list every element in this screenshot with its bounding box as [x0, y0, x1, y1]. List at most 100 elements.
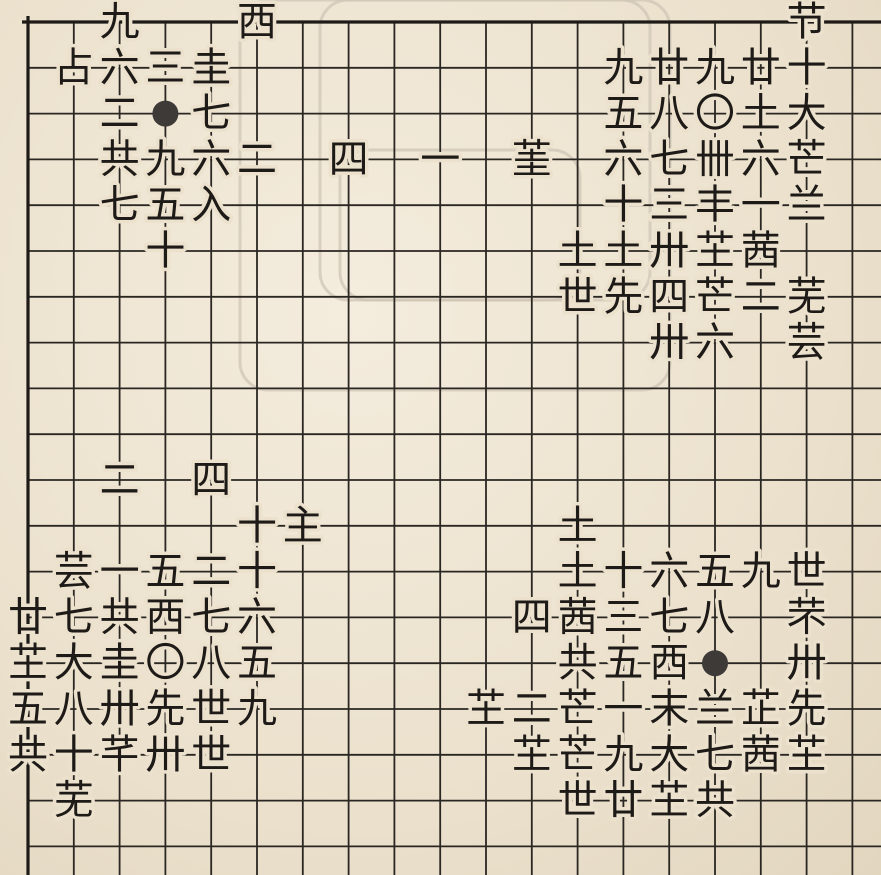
move-number-label: 卌 — [695, 136, 735, 182]
move-number-label: 土 — [558, 228, 598, 274]
move-number-label: 六 — [100, 45, 140, 91]
move-number-label: 十 — [145, 228, 185, 274]
move-number-label: 芒 — [558, 732, 598, 778]
move-number-label: 八 — [191, 640, 231, 686]
move-number-label: 世 — [191, 686, 231, 732]
move-number-label: 六 — [741, 136, 781, 182]
move-number-label: 二 — [100, 457, 140, 503]
move-number-label: 七 — [191, 91, 231, 137]
move-number-label: 卅 — [100, 686, 140, 732]
move-number-label: 世 — [191, 732, 231, 778]
move-number-label: 茜 — [741, 732, 781, 778]
move-number-label: 芏 — [649, 778, 689, 824]
move-number-label: 九 — [145, 136, 185, 182]
move-number-label: 先 — [787, 686, 827, 732]
move-number-label: 土 — [558, 503, 598, 549]
move-number-label: 西 — [649, 640, 689, 686]
board-grid — [22, 16, 881, 875]
move-number-label: 四 — [191, 457, 231, 503]
move-number-label: 七 — [54, 594, 94, 640]
move-number-label: 十 — [237, 503, 277, 549]
move-number-label: 茜 — [741, 228, 781, 274]
move-number-label: 廿 — [603, 778, 643, 824]
move-number-label: 圭 — [100, 640, 140, 686]
move-number-label: 芏 — [695, 228, 735, 274]
move-number-label: 大 — [54, 640, 94, 686]
move-number-label: 九 — [741, 549, 781, 595]
move-number-label: 二 — [741, 274, 781, 320]
move-number-label: 五 — [8, 686, 48, 732]
move-number-label: 二 — [512, 686, 552, 732]
move-number-label: 十 — [603, 549, 643, 595]
move-number-label: 茥 — [512, 136, 552, 182]
move-number-label: 一 — [420, 136, 460, 182]
move-number-label: 世 — [558, 274, 598, 320]
move-number-label: 五 — [145, 182, 185, 228]
move-number-label: 大 — [649, 732, 689, 778]
move-number-label: 茜 — [558, 594, 598, 640]
move-number-label: 兰 — [787, 182, 827, 228]
move-number-label: 芏 — [466, 686, 506, 732]
move-number-label: 共 — [558, 640, 598, 686]
move-marks: 九西节占六三圭九廿九廿十二七五八〇土大共九六二四一茥六七卌六芒七五入十三丰一兰十… — [5, 0, 831, 827]
move-number-label: 四 — [329, 136, 369, 182]
black-stone-marker — [152, 100, 179, 127]
watermark-shape — [318, 0, 652, 302]
move-number-label: 芒 — [558, 686, 598, 732]
move-number-label: 七 — [100, 182, 140, 228]
move-number-label: 共 — [8, 732, 48, 778]
move-number-label: 先 — [603, 274, 643, 320]
move-number-label: 六 — [603, 136, 643, 182]
move-number-label: 芣 — [787, 594, 827, 640]
move-number-label: 西 — [237, 0, 277, 45]
move-number-label: 大 — [787, 91, 827, 137]
move-number-label: 占 — [54, 45, 94, 91]
move-number-label: 芸 — [54, 549, 94, 595]
move-number-label: 廿 — [741, 45, 781, 91]
move-number-label: 廿 — [8, 594, 48, 640]
move-number-label: 九 — [695, 45, 735, 91]
move-number-label: 共 — [100, 594, 140, 640]
move-number-label: 主 — [283, 503, 323, 549]
move-number-label: 五 — [603, 91, 643, 137]
move-number-label: 三 — [603, 594, 643, 640]
move-number-label: 九 — [603, 45, 643, 91]
move-number-label: 一 — [603, 686, 643, 732]
move-number-label: 八 — [695, 594, 735, 640]
move-number-label: 二 — [100, 91, 140, 137]
move-number-label: 西 — [145, 594, 185, 640]
move-number-label: 一 — [741, 182, 781, 228]
move-number-label: 九 — [100, 0, 140, 45]
move-number-label: 芒 — [695, 274, 735, 320]
move-number-label: 六 — [191, 136, 231, 182]
move-number-label: 末 — [649, 686, 689, 732]
move-number-label: 卅 — [649, 320, 689, 366]
move-number-label: 芜 — [787, 274, 827, 320]
move-number-label: 六 — [237, 594, 277, 640]
move-number-label: 七 — [695, 732, 735, 778]
move-number-label: 芏 — [512, 732, 552, 778]
move-number-label: 七 — [649, 594, 689, 640]
move-number-label: 先 — [145, 686, 185, 732]
move-number-label: 入 — [191, 182, 231, 228]
move-number-label: 三 — [145, 45, 185, 91]
move-number-label: 十 — [787, 45, 827, 91]
move-number-label: 三 — [649, 182, 689, 228]
move-number-label: 丰 — [695, 182, 735, 228]
move-number-label: 卅 — [649, 228, 689, 274]
move-number-label: 六 — [649, 549, 689, 595]
move-number-label: 四 — [512, 594, 552, 640]
move-number-label: 五 — [695, 549, 735, 595]
move-number-label: 五 — [603, 640, 643, 686]
move-number-label: 芊 — [100, 732, 140, 778]
move-number-label: 八 — [649, 91, 689, 137]
move-number-label: 芷 — [741, 686, 781, 732]
move-number-label: 六 — [695, 320, 735, 366]
move-number-label: 五 — [237, 640, 277, 686]
move-number-label: 十 — [237, 549, 277, 595]
move-number-label: 七 — [191, 594, 231, 640]
move-number-label: 节 — [787, 0, 827, 45]
move-number-label: 圭 — [191, 45, 231, 91]
move-number-label: 一 — [100, 549, 140, 595]
